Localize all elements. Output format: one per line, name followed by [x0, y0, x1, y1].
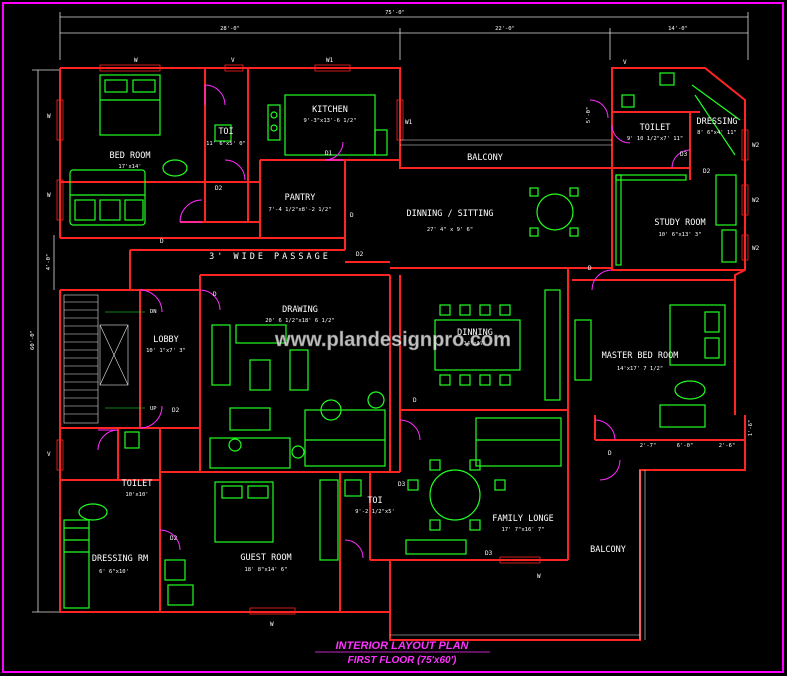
bedroom-size: 17'x14' [118, 164, 141, 170]
marker-d3: D3 [485, 550, 493, 557]
marker-w: W [270, 621, 274, 628]
plan-subtitle: FIRST FLOOR (75'x60') [348, 655, 457, 666]
dim-seg-left: 28'-0" [220, 26, 240, 32]
marker-d: D [588, 265, 592, 272]
family-label: FAMILY LONGE [492, 514, 553, 524]
balcony-rail [390, 139, 646, 640]
marker-d2: D2 [215, 185, 223, 192]
toilet-left-size: 10'x10' [125, 492, 148, 498]
family-size: 17' 7"x16' 7" [501, 527, 544, 533]
dressing-left-label: DRESSING RM [92, 554, 148, 564]
dressing-right-size: 8' 6"x4' 11" [697, 130, 737, 136]
lobby-size: 10' 1"x7' 3" [146, 348, 186, 354]
toilet-top-size: 11' 6"x5' 0" [206, 141, 246, 147]
marker-w: W [537, 573, 541, 580]
windows [56, 64, 749, 615]
marker-d2: D2 [172, 407, 180, 414]
toilet-left-label: TOILET [122, 479, 153, 489]
dim-balcony-depth: 5'-0" [586, 107, 592, 124]
dressing-right-label: DRESSING [697, 117, 738, 127]
staircase [63, 294, 145, 424]
watermark: www.plandesignpro.com [274, 329, 511, 351]
marker-w1: W1 [405, 119, 413, 126]
doors [97, 84, 691, 559]
marker-w: W [47, 113, 51, 120]
dim-master-balcony-a: 2'-7" [640, 443, 657, 449]
dining-sitting-size: 27' 4" x 9' 6" [427, 227, 473, 233]
plan-title: INTERIOR LAYOUT PLAN [335, 640, 469, 652]
balcony-top-label: BALCONY [467, 153, 503, 163]
dimension-lines [32, 12, 749, 613]
drawing-label: DRAWING [282, 305, 318, 315]
dim-seg-right: 14'-0" [668, 26, 688, 32]
marker-d: D [608, 450, 612, 457]
marker-v: V [623, 59, 627, 66]
kitchen-size: 9'-3"x13'-6 1/2" [304, 118, 357, 124]
dining-label: DINNING [457, 328, 493, 338]
drawing-size: 20' 6 1/2"x18' 6 1/2" [265, 318, 335, 324]
dressing-left-size: 6' 6"x10' [99, 569, 129, 575]
guest-size: 18' 8"x14' 6" [244, 567, 287, 573]
marker-w2: W2 [752, 245, 760, 252]
dim-master-side: 1'-6" [748, 420, 754, 437]
furniture [63, 72, 741, 609]
dining-sitting-label: DINNING / SITTING [407, 209, 494, 219]
dim-overall-width: 75'-0" [385, 10, 405, 16]
markers: W V W1 W W W1 V W2 W2 W2 V W W D D D D D… [47, 57, 760, 628]
kitchen-label: KITCHEN [312, 105, 348, 115]
marker-v: V [231, 57, 235, 64]
marker-w2: W2 [752, 197, 760, 204]
walls [59, 67, 746, 641]
marker-d1: D1 [325, 150, 333, 157]
toilet-top-label: TOI [218, 127, 233, 137]
study-label: STUDY ROOM [654, 218, 705, 228]
dim-master-balcony-c: 2'-6" [719, 443, 736, 449]
toilet-mid-size: 9'-2 1/2"x5' [355, 509, 395, 515]
marker-d: D [350, 212, 354, 219]
master-bed-label: MASTER BED ROOM [602, 351, 679, 361]
dim-overall-depth: 60'-0" [30, 330, 36, 350]
marker-d3: D3 [680, 151, 688, 158]
dim-side-small: 4'-0" [46, 254, 52, 271]
guest-label: GUEST ROOM [240, 553, 291, 563]
marker-d2: D2 [356, 251, 364, 258]
passage-label: 3' WIDE PASSAGE [209, 252, 331, 262]
marker-d: D [213, 291, 217, 298]
marker-d2: D2 [170, 535, 178, 542]
pantry-label: PANTRY [285, 193, 316, 203]
dim-seg-mid: 22'-0" [495, 26, 515, 32]
bedroom-label: BED ROOM [110, 151, 151, 161]
lobby-label: LOBBY [153, 335, 179, 345]
marker-w: W [47, 192, 51, 199]
marker-d2: D2 [703, 168, 711, 175]
marker-d: D [160, 238, 164, 245]
stair-up-label: UP [150, 406, 157, 412]
marker-d: D [413, 397, 417, 404]
marker-w2: W2 [752, 142, 760, 149]
toilet-mid-label: TOI [367, 496, 382, 506]
study-size: 10' 6"x13' 3" [658, 232, 701, 238]
master-bed-size: 14'x17' 7 1/2" [617, 366, 663, 372]
stair-dn-label: DN [150, 309, 157, 315]
pantry-size: 7'-4 1/2"x8'-2 1/2" [269, 207, 332, 213]
toilet-right-size: 9' 10 1/2"x7' 11" [627, 136, 683, 142]
toilet-right-label: TOILET [640, 123, 671, 133]
marker-v: V [47, 451, 51, 458]
marker-w1: W1 [326, 57, 334, 64]
dining-size: 14'x17' [463, 341, 486, 347]
marker-d3: D3 [398, 481, 406, 488]
marker-w: W [134, 57, 138, 64]
balcony-bottom-label: BALCONY [590, 545, 626, 555]
dim-master-balcony-b: 6'-0" [677, 443, 694, 449]
